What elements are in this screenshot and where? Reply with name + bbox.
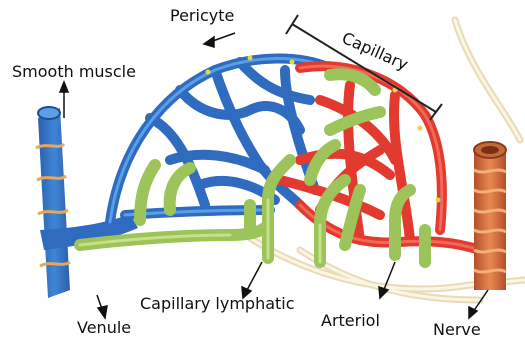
arterial-capillary-network <box>280 66 480 250</box>
nerve-bundle <box>474 142 506 290</box>
label-capillary-lymphatic: Capillary lymphatic <box>140 296 295 312</box>
label-arteriol: Arteriol <box>321 313 380 329</box>
venule-vessel <box>36 107 138 298</box>
label-pericyte: Pericyte <box>170 8 234 24</box>
label-venule: Venule <box>77 320 131 336</box>
label-smooth-muscle: Smooth muscle <box>12 64 136 80</box>
label-nerve: Nerve <box>433 322 481 338</box>
